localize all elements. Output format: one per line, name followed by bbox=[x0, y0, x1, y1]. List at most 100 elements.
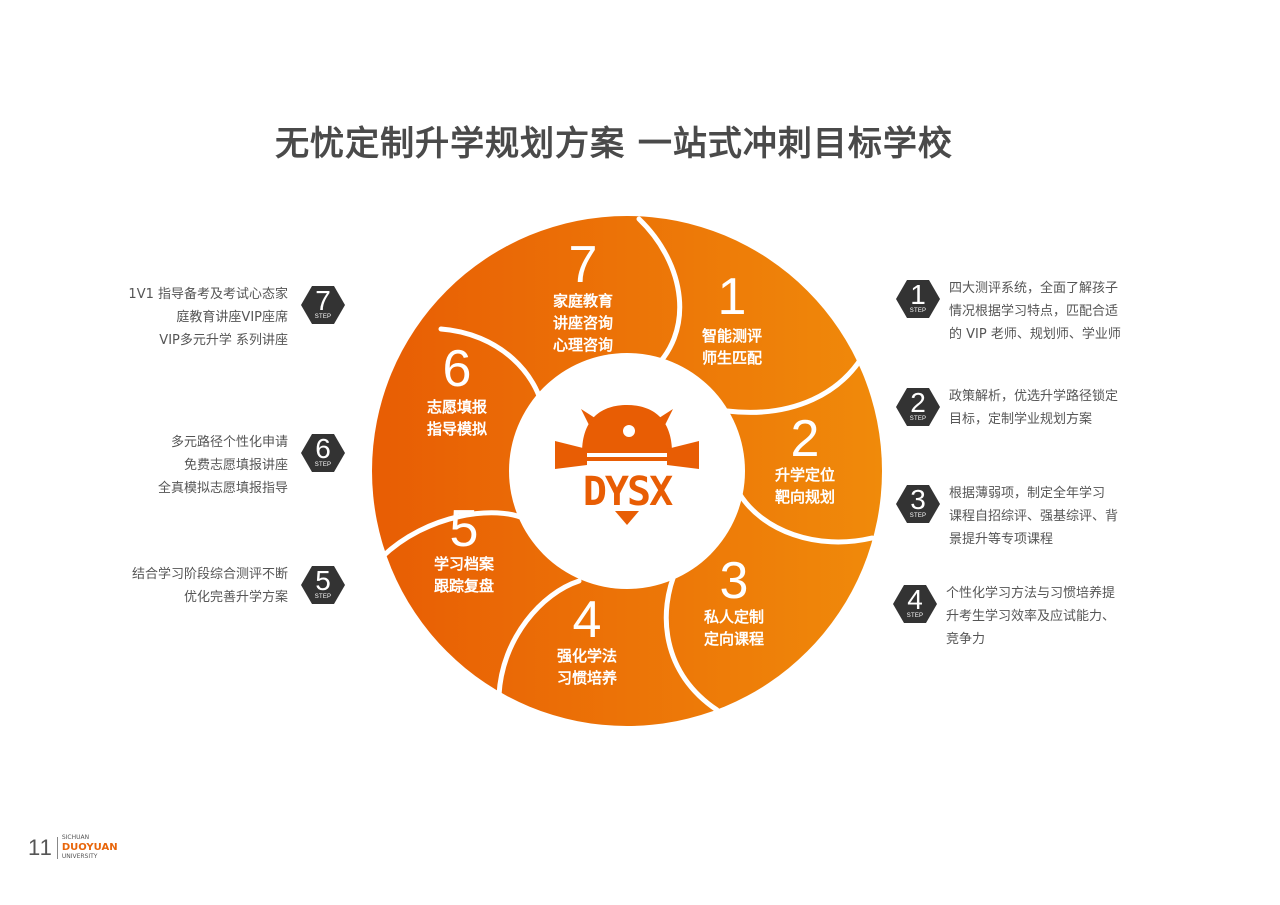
desc-line: 全真模拟志愿填报指导 bbox=[157, 481, 288, 496]
step-1-number: 1 bbox=[910, 279, 926, 310]
desc-line: 升考生学习效率及应试能力、 bbox=[946, 609, 1116, 624]
segment-2-label: 升学定位 靶向规划 bbox=[745, 464, 865, 508]
segment-6-number: 6 bbox=[442, 340, 472, 398]
step-3-number: 3 bbox=[910, 484, 926, 515]
segment-6-label: 志愿填报 指导模拟 bbox=[397, 396, 517, 440]
step-2-badge: 2 STEP bbox=[895, 387, 941, 427]
desc-line: 目标，定制学业规划方案 bbox=[949, 412, 1093, 427]
hexagon-icon bbox=[301, 286, 345, 324]
segment-5-number: 5 bbox=[449, 500, 479, 558]
segment-6-line2: 指导模拟 bbox=[426, 420, 487, 438]
desc-line: 竞争力 bbox=[946, 632, 986, 647]
step-5-description: 结合学习阶段综合测评不断 优化完善升学方案 bbox=[110, 563, 288, 609]
dysx-logo-icon: DYSX bbox=[555, 405, 699, 525]
step-2-description: 政策解析，优选升学路径锁定 目标，定制学业规划方案 bbox=[949, 385, 1118, 431]
segment-5-label: 学习档案 跟踪复盘 bbox=[404, 553, 524, 597]
segment-4-label: 强化学法 习惯培养 bbox=[527, 645, 647, 689]
segment-3-line2: 定向课程 bbox=[703, 630, 764, 648]
segment-7-label: 家庭教育 讲座咨询 心理咨询 bbox=[523, 290, 643, 356]
step-6-item: 多元路径个性化申请 免费志愿填报讲座 全真模拟志愿填报指导 6 STEP bbox=[110, 433, 346, 500]
page-title: 无忧定制升学规划方案 一站式冲刺目标学校 bbox=[275, 124, 953, 164]
step-2-item: 2 STEP 政策解析，优选升学路径锁定 目标，定制学业规划方案 bbox=[895, 387, 1118, 431]
desc-line: 优化完善升学方案 bbox=[183, 590, 288, 605]
svg-text:DYSX: DYSX bbox=[583, 469, 673, 515]
segment-7-line2: 讲座咨询 bbox=[552, 314, 613, 332]
segment-7-line3: 心理咨询 bbox=[552, 336, 613, 354]
desc-line: 情况根据学习特点，匹配合适 bbox=[949, 304, 1119, 319]
hexagon-icon bbox=[893, 585, 937, 623]
hexagon-icon bbox=[896, 485, 940, 523]
step-5-number: 5 bbox=[315, 565, 331, 596]
segment-7-line1: 家庭教育 bbox=[552, 292, 613, 310]
process-wheel: DYSX 1 智能测评 师生匹配 2 升学定位 靶向规划 3 私人定制 定向课程… bbox=[367, 213, 887, 733]
step-2-number: 2 bbox=[910, 387, 926, 418]
brand-main-text: DUOYUAN bbox=[61, 842, 118, 853]
step-6-badge: 6 STEP bbox=[300, 433, 346, 473]
desc-line: 1V1 指导备考及考试心态家 bbox=[128, 287, 288, 302]
step-7-number: 7 bbox=[315, 285, 331, 316]
desc-line: VIP多元升学 系列讲座 bbox=[159, 333, 288, 348]
segment-2-line2: 靶向规划 bbox=[774, 488, 835, 506]
hexagon-icon bbox=[301, 566, 345, 604]
step-3-step-label: STEP bbox=[909, 513, 927, 519]
segment-2-number: 2 bbox=[790, 410, 820, 468]
segment-1-line2: 师生匹配 bbox=[701, 349, 762, 367]
step-6-description: 多元路径个性化申请 免费志愿填报讲座 全真模拟志愿填报指导 bbox=[110, 431, 288, 500]
step-3-badge: 3 STEP bbox=[895, 484, 941, 524]
step-7-item: 1V1 指导备考及考试心态家 庭教育讲座VIP座席 VIP多元升学 系列讲座 7… bbox=[110, 285, 346, 352]
step-1-badge: 1 STEP bbox=[895, 279, 941, 319]
hexagon-icon bbox=[896, 280, 940, 318]
desc-line: 的 VIP 老师、规划师、学业师 bbox=[949, 327, 1121, 342]
desc-line: 结合学习阶段综合测评不断 bbox=[131, 567, 288, 582]
segment-3-label: 私人定制 定向课程 bbox=[674, 606, 794, 650]
step-1-description: 四大测评系统，全面了解孩子 情况根据学习特点，匹配合适 的 VIP 老师、规划师… bbox=[949, 277, 1121, 346]
brand-top-text: SICHUAN bbox=[61, 834, 90, 841]
desc-line: 景提升等专项课程 bbox=[949, 532, 1054, 547]
desc-line: 个性化学习方法与习惯培养提 bbox=[946, 586, 1116, 601]
desc-line: 多元路径个性化申请 bbox=[170, 435, 288, 450]
step-5-item: 结合学习阶段综合测评不断 优化完善升学方案 5 STEP bbox=[110, 565, 346, 609]
step-5-badge: 5 STEP bbox=[300, 565, 346, 605]
step-4-number: 4 bbox=[907, 584, 923, 615]
segment-4-number: 4 bbox=[572, 591, 602, 649]
desc-line: 根据薄弱项，制定全年学习 bbox=[949, 486, 1106, 501]
desc-line: 免费志愿填报讲座 bbox=[183, 458, 288, 473]
page-number: 11 bbox=[28, 834, 53, 860]
brand-bottom-text: UNIVERSITY bbox=[61, 853, 98, 860]
step-6-number: 6 bbox=[315, 433, 331, 464]
step-4-step-label: STEP bbox=[906, 613, 924, 619]
step-1-step-label: STEP bbox=[909, 308, 927, 314]
step-7-badge: 7 STEP bbox=[300, 285, 346, 325]
segment-4-line2: 习惯培养 bbox=[556, 669, 617, 687]
segment-4-line1: 强化学法 bbox=[556, 647, 617, 665]
segment-7-number: 7 bbox=[568, 236, 598, 294]
step-7-description: 1V1 指导备考及考试心态家 庭教育讲座VIP座席 VIP多元升学 系列讲座 bbox=[110, 283, 288, 352]
step-6-step-label: STEP bbox=[314, 462, 332, 468]
step-1-item: 1 STEP 四大测评系统，全面了解孩子 情况根据学习特点，匹配合适 的 VIP… bbox=[895, 279, 1121, 346]
step-4-badge: 4 STEP bbox=[892, 584, 938, 624]
segment-1-line1: 智能测评 bbox=[701, 327, 762, 345]
step-5-step-label: STEP bbox=[314, 594, 332, 600]
segment-1-number: 1 bbox=[717, 268, 747, 326]
brand-logo: SICHUAN DUOYUAN UNIVERSITY bbox=[62, 834, 118, 861]
wheel-graphic: DYSX bbox=[372, 216, 882, 726]
desc-line: 四大测评系统，全面了解孩子 bbox=[949, 281, 1119, 296]
step-4-item: 4 STEP 个性化学习方法与习惯培养提 升考生学习效率及应试能力、 竞争力 bbox=[892, 584, 1115, 651]
segment-2-line1: 升学定位 bbox=[774, 466, 835, 484]
segment-3-number: 3 bbox=[719, 552, 749, 610]
step-4-description: 个性化学习方法与习惯培养提 升考生学习效率及应试能力、 竞争力 bbox=[946, 582, 1115, 651]
segment-5-line2: 跟踪复盘 bbox=[433, 577, 494, 595]
segment-3-line1: 私人定制 bbox=[703, 608, 764, 626]
desc-line: 课程自招综评、强基综评、背 bbox=[949, 509, 1119, 524]
step-2-step-label: STEP bbox=[909, 416, 927, 422]
desc-line: 政策解析，优选升学路径锁定 bbox=[949, 389, 1119, 404]
segment-1-label: 智能测评 师生匹配 bbox=[672, 325, 792, 369]
step-3-description: 根据薄弱项，制定全年学习 课程自招综评、强基综评、背 景提升等专项课程 bbox=[949, 482, 1118, 551]
segment-6-line1: 志愿填报 bbox=[426, 398, 487, 416]
hexagon-icon bbox=[301, 434, 345, 472]
desc-line: 庭教育讲座VIP座席 bbox=[176, 310, 288, 325]
hexagon-icon bbox=[896, 388, 940, 426]
footer-divider bbox=[56, 836, 58, 859]
step-7-step-label: STEP bbox=[314, 314, 332, 320]
segment-5-line1: 学习档案 bbox=[433, 555, 494, 573]
